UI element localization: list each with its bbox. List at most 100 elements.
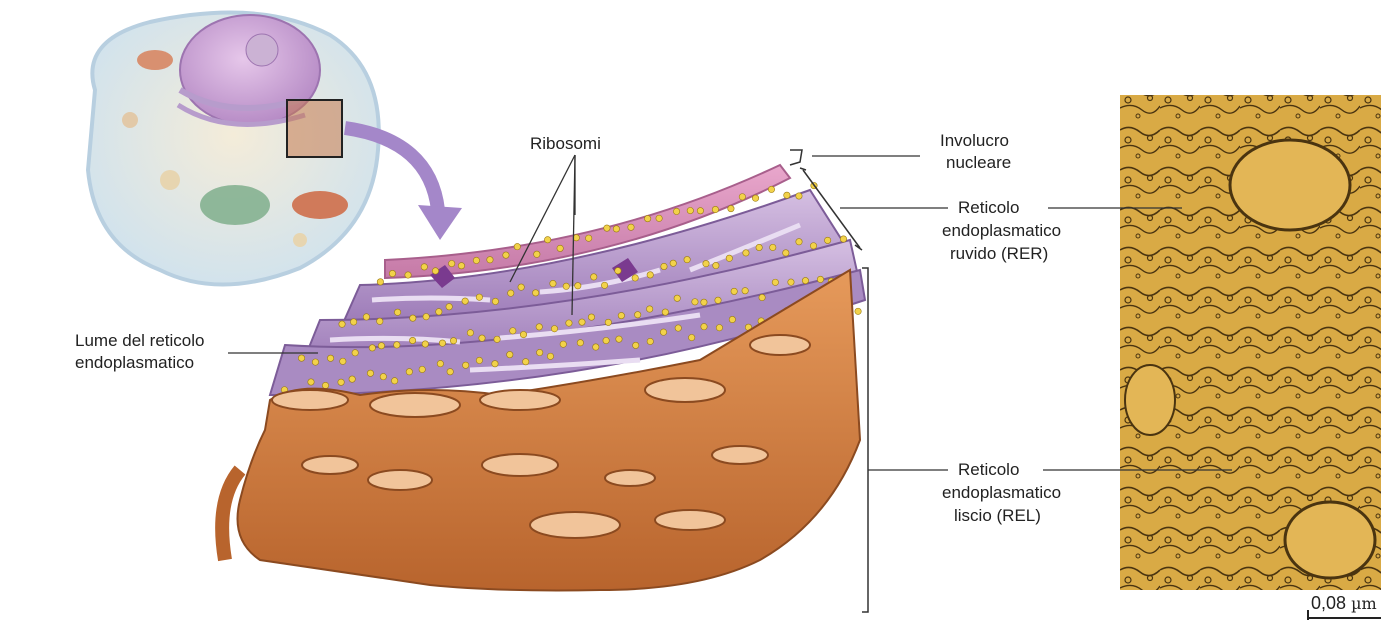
ribosome-dot [423,313,429,319]
ribosome-dot [752,195,758,201]
ribosome-dot [647,272,653,278]
label-lume-line1: Lume del reticolo [75,330,204,352]
ribosome-dot [308,379,314,385]
ribosome-dot [715,297,721,303]
ribosome-dot [772,279,778,285]
ribosome-dot [701,299,707,305]
ribosome-dot [560,341,566,347]
ribosome-dot [394,309,400,315]
ribosome-dot [405,272,411,278]
ribosome-dot [462,362,468,368]
ribosome-dot [628,224,634,230]
scale-bar-value: 0,08 [1311,593,1346,613]
ribosome-dot [532,290,538,296]
ribosome-dot [494,336,500,342]
ribosome-dot [647,338,653,344]
ribosome-dot [439,340,445,346]
ribosome-dot [646,306,652,312]
ribosome-dot [536,324,542,330]
ribosome-dot [603,337,609,343]
ribosome-dot [784,192,790,198]
ribosome-dot [550,280,556,286]
ribosome-dot [674,295,680,301]
ribosome-dot [536,349,542,355]
ribosome-dot [726,255,732,261]
ribosome-dot [514,243,520,249]
label-ribosomi: Ribosomi [530,133,601,155]
ribosome-dot [522,359,528,365]
ribosome-dot [742,288,748,294]
ribosome-dot [436,309,442,315]
ribosome-dot [448,260,454,266]
ribosome-dot [566,320,572,326]
ribosome-dot [759,294,765,300]
ribosome-dot [534,251,540,257]
ribosome-dot [450,338,456,344]
ribosome-dot [378,343,384,349]
ribosome-dot [618,312,624,318]
label-rel-line2: endoplasmatico [942,482,1061,504]
label-involucro-line1: Involucro [940,130,1009,152]
ribosome-dot [701,323,707,329]
ribosome-dot [591,274,597,280]
ribosome-dot [577,340,583,346]
ribosome-dot [298,355,304,361]
ribosome-dot [575,283,581,289]
ribosome-dot [410,315,416,321]
scale-bar-label: 0,08 µm [1311,592,1377,615]
ribosome-dot [613,226,619,232]
ribosome-dot [688,334,694,340]
ribosome-dot [507,351,513,357]
label-rer-line1: Reticolo [958,197,1019,219]
ribosome-dot [406,369,412,375]
label-rer-line3: ruvido (RER) [950,243,1048,265]
ribosome-dot [644,215,650,221]
ribosome-dot [446,304,452,310]
ribosome-dot [703,260,709,266]
label-rel-line1: Reticolo [958,459,1019,481]
envelope-bracket [790,150,802,165]
ribosome-dot [579,319,585,325]
ribosome-dot [615,268,621,274]
ribosome-dot [684,256,690,262]
ribosome-dot [768,186,774,192]
ribosome-dot [349,376,355,382]
ribosome-dot [492,361,498,367]
ribosome-dot [729,316,735,322]
ribosome-dot [377,318,383,324]
ribosome-dot [508,290,514,296]
ribosome-dot [432,268,438,274]
ribosome-dot [810,243,816,249]
ribosome-dot [593,344,599,350]
ribosome-dot [656,215,662,221]
ribosome-dot [369,345,375,351]
ribosome-dot [796,239,802,245]
ribosome-dot [662,309,668,315]
ribosome-dot [670,260,676,266]
ribosome-dot [633,342,639,348]
ribosome-dot [601,282,607,288]
ribosome-dot [492,298,498,304]
ribosome-dot [394,342,400,348]
ribosome-dot [616,336,622,342]
ribosome-dot [634,312,640,318]
ribosome-dot [422,341,428,347]
ribosome-dot [437,360,443,366]
ribosome-dot [743,250,749,256]
ribosome-dot [467,330,473,336]
ribosome-dot [510,328,516,334]
ribosome-dot [458,263,464,269]
ribosome-dot [783,250,789,256]
ribosome-dot [840,236,846,242]
ribosome-dot [551,326,557,332]
micrograph [1120,95,1381,590]
ribosome-dot [380,373,386,379]
label-lume-line2: endoplasmatico [75,352,194,374]
ribosome-dot [563,283,569,289]
ribosome-dot [712,206,718,212]
ribosome-dot [713,262,719,268]
ribosome-dot [788,279,794,285]
ribosome-dot [476,294,482,300]
ribosome-dot [557,245,563,251]
